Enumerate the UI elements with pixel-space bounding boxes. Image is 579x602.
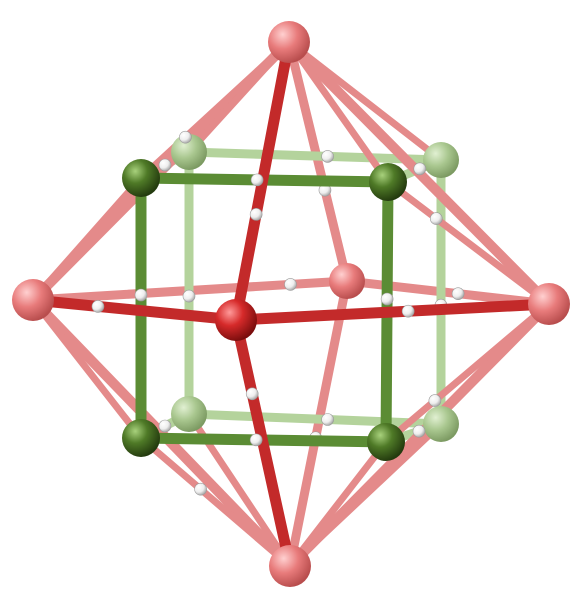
front-red-bond: [230, 298, 555, 326]
apex-red-bond: [285, 38, 445, 164]
front-red-bond: [230, 314, 296, 572]
apex-red-bond: [382, 300, 553, 446]
white-sphere-icon: [158, 419, 172, 433]
apex-red-bond: [29, 174, 145, 304]
white-sphere-icon: [380, 292, 394, 306]
green-sphere-icon: [423, 142, 459, 178]
back-red-bond: [284, 37, 352, 286]
green-sphere-icon: [171, 396, 207, 432]
white-sphere-icon: [413, 162, 427, 176]
apex-red-bond: [286, 420, 445, 570]
white-sphere-icon: [429, 212, 443, 225]
white-sphere-icon: [158, 158, 172, 172]
white-sphere-icon: [91, 300, 105, 313]
red-sphere-icon: [268, 21, 310, 63]
white-sphere-icon: [194, 482, 207, 496]
back-green-bond: [184, 409, 446, 429]
red-sphere-icon: [215, 299, 257, 341]
green-sphere-icon: [367, 423, 405, 461]
apex-red-bond: [285, 38, 392, 186]
red-sphere-icon: [269, 545, 311, 587]
green-sphere-icon: [171, 134, 207, 170]
white-sphere-icon: [428, 394, 442, 407]
green-sphere-icon: [369, 163, 407, 201]
white-sphere-icon: [179, 130, 192, 144]
green-sphere-icon: [423, 406, 459, 442]
white-sphere-icon: [401, 304, 415, 318]
front-red-bond: [27, 294, 242, 326]
white-sphere-icon: [250, 173, 264, 187]
white-sphere-icon: [412, 424, 426, 438]
apex-red-bond: [185, 38, 293, 156]
red-sphere-icon: [329, 263, 365, 299]
white-sphere-icon: [249, 433, 263, 447]
green-sphere-icon: [122, 419, 160, 457]
white-sphere-icon: [182, 289, 196, 303]
white-sphere-icon: [284, 278, 297, 291]
apex-red-bond: [384, 178, 553, 308]
apex-red-bond: [29, 296, 145, 442]
red-sphere-icon: [528, 283, 570, 325]
white-sphere-icon: [451, 287, 465, 300]
white-sphere-icon: [134, 288, 148, 302]
green-sphere-icon: [122, 159, 160, 197]
white-sphere-icon: [245, 387, 259, 401]
apex-red-bond: [137, 434, 294, 570]
white-sphere-icon: [249, 208, 263, 221]
white-sphere-icon: [321, 413, 334, 426]
red-sphere-icon: [12, 279, 54, 321]
back-red-bond: [342, 276, 554, 309]
apex-red-bond: [286, 438, 390, 570]
white-sphere-icon: [321, 150, 334, 163]
